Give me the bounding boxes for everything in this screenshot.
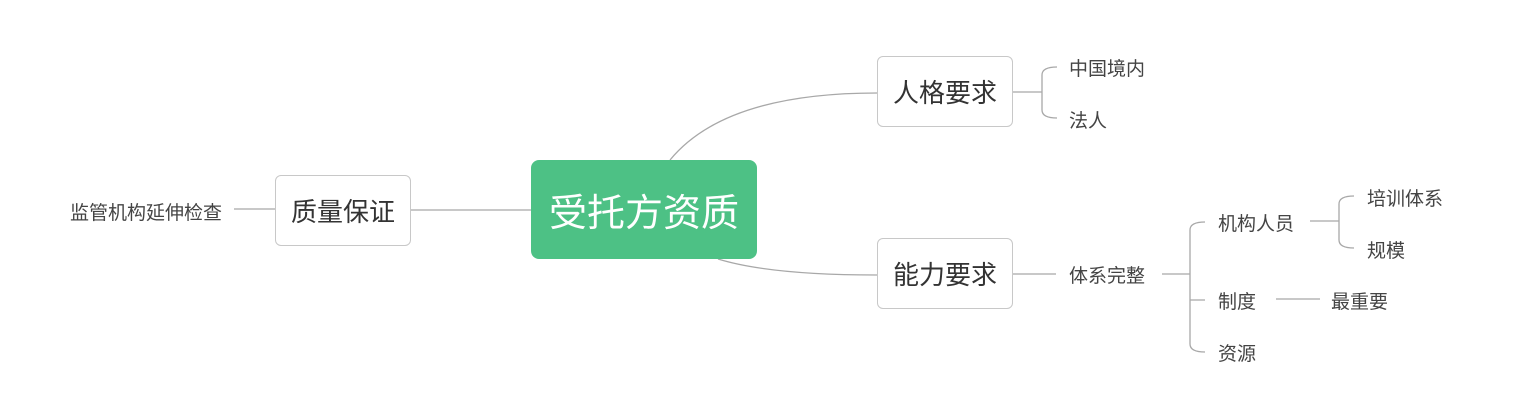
- connector-org-bracket: [1310, 195, 1355, 249]
- rules-node[interactable]: 制度: [1218, 290, 1257, 313]
- connector-personality-bracket: [1013, 66, 1058, 119]
- training-system-node[interactable]: 培训体系: [1367, 187, 1444, 210]
- legal-person-node[interactable]: 法人: [1069, 109, 1108, 132]
- connector-system-bracket: [1162, 221, 1206, 353]
- regulator-inspection-node[interactable]: 监管机构延伸检查: [69, 201, 222, 224]
- org-personnel-node[interactable]: 机构人员: [1218, 212, 1295, 235]
- capability-requirement-node[interactable]: 能力要求: [877, 238, 1013, 309]
- personality-requirement-node[interactable]: 人格要求: [877, 56, 1013, 127]
- scale-node[interactable]: 规模: [1367, 239, 1406, 262]
- connector-root-capability: [717, 258, 878, 276]
- quality-assurance-node[interactable]: 质量保证: [275, 175, 411, 246]
- most-important-node[interactable]: 最重要: [1331, 290, 1389, 313]
- resources-node[interactable]: 资源: [1218, 342, 1257, 365]
- system-complete-node[interactable]: 体系完整: [1069, 264, 1146, 287]
- root-node[interactable]: 受托方资质: [531, 160, 757, 259]
- connector-root-personality: [669, 92, 878, 161]
- domestic-node[interactable]: 中国境内: [1069, 57, 1146, 80]
